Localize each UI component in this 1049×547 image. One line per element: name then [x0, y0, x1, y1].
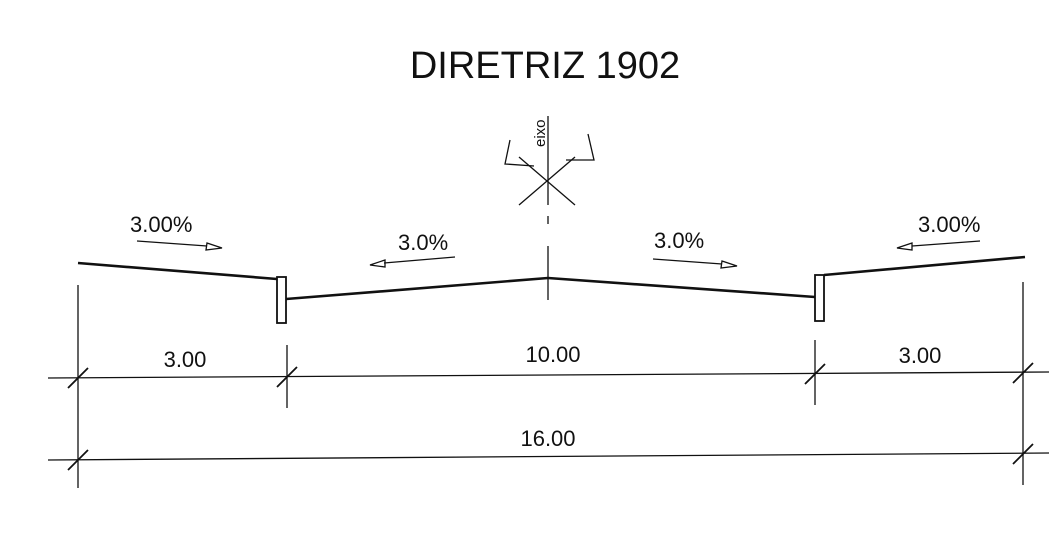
left-lane-surface — [285, 276, 549, 301]
svg-text:3.00%: 3.00% — [130, 212, 192, 237]
left-shoulder-surface — [77, 261, 278, 281]
dimension-total: 16.00 — [520, 426, 575, 451]
slope-left-shoulder: 3.00% — [130, 212, 223, 251]
right-lane-surface — [547, 276, 816, 299]
dimension-right-shoulder: 3.00 — [899, 343, 942, 368]
dimension-carriageway: 10.00 — [525, 342, 580, 367]
svg-text:3.00%: 3.00% — [918, 212, 980, 237]
left-curb — [276, 276, 287, 324]
tick-mark — [67, 449, 89, 471]
slope-right-lane: 3.0% — [652, 228, 738, 269]
tick-mark — [276, 366, 298, 388]
tick-mark — [804, 363, 826, 385]
arrow-right-icon — [205, 242, 223, 251]
dimension-line-partial — [47, 362, 1049, 389]
slope-right-shoulder: 3.00% — [896, 212, 980, 251]
arrow-left-icon — [369, 259, 386, 268]
dimension-left-shoulder: 3.00 — [164, 347, 207, 372]
tick-mark — [1012, 443, 1034, 465]
arrow-right-icon — [720, 260, 738, 269]
right-curb — [814, 274, 825, 322]
dimension-line-total — [47, 443, 1049, 471]
axis-left-flag-icon — [504, 139, 535, 167]
pavement-profile — [77, 255, 1026, 324]
axis-label: eixo — [532, 119, 549, 147]
svg-text:3.0%: 3.0% — [654, 228, 704, 253]
slope-left-lane: 3.0% — [369, 230, 456, 268]
axis-symbol — [504, 116, 595, 300]
diagram-title: DIRETRIZ 1902 — [410, 45, 680, 87]
tick-mark — [1012, 362, 1034, 384]
arrow-left-icon — [896, 242, 913, 251]
axis-right-flag-icon — [566, 133, 595, 161]
svg-text:3.0%: 3.0% — [398, 230, 448, 255]
right-shoulder-surface — [823, 255, 1026, 277]
tick-mark — [67, 367, 89, 389]
